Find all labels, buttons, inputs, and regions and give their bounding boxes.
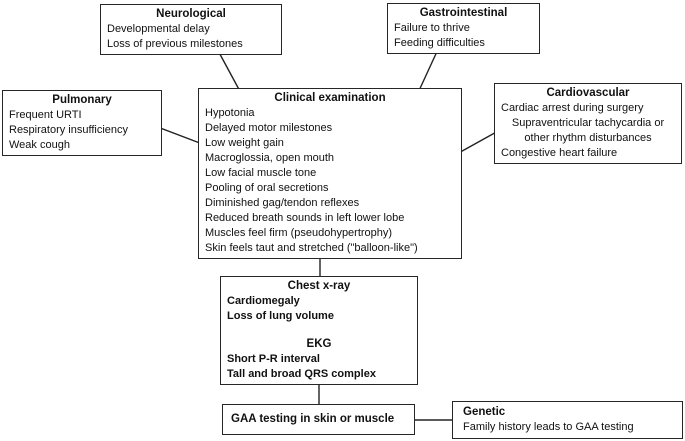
cardiovascular-line: Cardiac arrest during surgery	[501, 102, 644, 114]
node-gaa-testing: GAA testing in skin or muscle	[222, 404, 415, 435]
cardiovascular-title: Cardiovascular	[546, 87, 630, 99]
clinical-examination-line: Delayed motor milestones	[205, 122, 333, 134]
node-neurological: Neurological Developmental delay Loss of…	[100, 4, 282, 55]
neurological-line: Developmental delay	[107, 23, 210, 35]
clinical-examination-line: Low weight gain	[205, 137, 284, 149]
pulmonary-title: Pulmonary	[52, 94, 112, 106]
ekg-line: Tall and broad QRS complex	[227, 368, 376, 380]
node-clinical-examination: Clinical examination Hypotonia Delayed m…	[198, 88, 462, 259]
clinical-examination-line: Muscles feel firm (pseudohypertrophy)	[205, 227, 393, 239]
node-genetic: Genetic Family history leads to GAA test…	[452, 401, 683, 439]
pulmonary-line: Weak cough	[9, 139, 70, 151]
chest-xray-line: Loss of lung volume	[227, 310, 334, 322]
node-pulmonary: Pulmonary Frequent URTI Respiratory insu…	[2, 90, 162, 156]
pulmonary-line: Respiratory insufficiency	[9, 124, 129, 136]
gastrointestinal-title: Gastrointestinal	[419, 7, 508, 19]
ekg-title: EKG	[306, 338, 332, 350]
clinical-examination-line: Reduced breath sounds in left lower lobe	[205, 212, 405, 224]
connector-pulmonary-clinical	[154, 125, 206, 146]
clinical-examination-line: Hypotonia	[205, 107, 255, 119]
chest-xray-title: Chest x-ray	[287, 280, 351, 292]
gastrointestinal-line: Feeding difficulties	[394, 37, 485, 49]
gastrointestinal-line: Failure to thrive	[394, 22, 470, 34]
clinical-examination-line: Diminished gag/tendon reflexes	[205, 197, 360, 209]
genetic-line: Family history leads to GAA testing	[463, 421, 634, 433]
genetic-title: Genetic	[463, 406, 506, 418]
node-cardiovascular: Cardiovascular Cardiac arrest during sur…	[494, 83, 682, 164]
ekg-line: Short P-R interval	[227, 353, 320, 365]
pulmonary-line: Frequent URTI	[9, 109, 82, 121]
connector-clinical-cardiovascular	[454, 129, 501, 156]
clinical-examination-line: Pooling of oral secretions	[205, 182, 329, 194]
cardiovascular-line: Congestive heart failure	[501, 147, 618, 159]
node-gastrointestinal: Gastrointestinal Failure to thrive Feedi…	[387, 3, 540, 54]
node-chest-xray-ekg: Chest x-ray Cardiomegaly Loss of lung vo…	[220, 276, 418, 385]
clinical-examination-line: Macroglossia, open mouth	[205, 152, 335, 164]
neurological-title: Neurological	[156, 8, 226, 20]
clinical-examination-title: Clinical examination	[274, 92, 386, 104]
gaa-testing-label: GAA testing in skin or muscle	[231, 413, 395, 425]
chest-xray-line: Cardiomegaly	[227, 295, 300, 307]
neurological-line: Loss of previous milestones	[107, 38, 243, 50]
clinical-examination-line: Low facial muscle tone	[205, 167, 317, 179]
cardiovascular-line: Supraventricular tachycardia or other rh…	[511, 117, 665, 144]
clinical-examination-line: Skin feels taut and stretched ("balloon-…	[205, 242, 418, 254]
